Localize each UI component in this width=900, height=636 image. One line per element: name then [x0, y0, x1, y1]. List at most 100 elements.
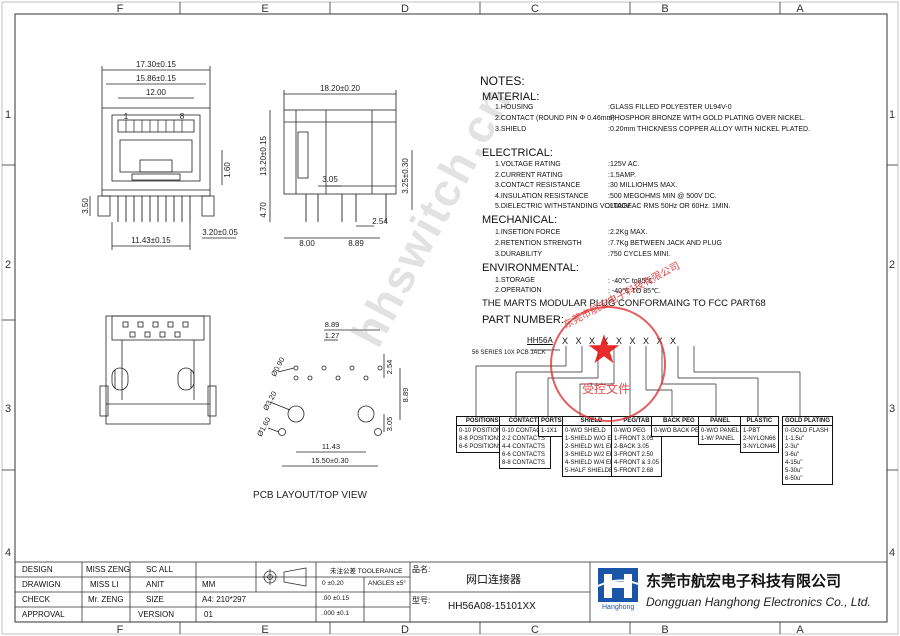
note-value: :500 MEGOHMS MIN @ 500V DC.	[608, 193, 717, 200]
col-label: B	[661, 624, 668, 636]
pn-option: 0-W/O BACK PEG	[654, 428, 704, 434]
part-prefix: HH56A	[527, 336, 553, 345]
dim-label: 15.86±0.15	[136, 74, 177, 83]
pn-option: 3-SHIELD W/2 EMI	[565, 452, 617, 458]
note-key: 2.CURRENT RATING	[495, 172, 563, 179]
mechanical-heading: MECHANICAL:	[482, 214, 558, 226]
note-key: 1.STORAGE	[495, 277, 535, 284]
dim-label: 1	[124, 112, 129, 121]
pcb-view-label: PCB LAYOUT/TOP VIEW	[253, 490, 367, 501]
tb-product-name-value: 网口连接器	[466, 574, 521, 586]
bottom-view	[99, 315, 217, 425]
tb-tolerance-value: 0 ±0.20	[322, 580, 344, 587]
company-stamp	[550, 306, 666, 422]
tb-drawing-value: MISS LI	[90, 580, 119, 589]
note-value: :7.7Kg BETWEEN JACK AND PLUG	[608, 240, 722, 247]
pn-option: 1-PBT	[743, 428, 761, 434]
row-label: 4	[889, 547, 895, 559]
electrical-heading: ELECTRICAL:	[482, 147, 553, 159]
pn-box-title: CONTACTS	[500, 417, 551, 426]
pn-box-title: SHIELD	[563, 417, 621, 426]
stamp-controlled-text: 受控文件	[582, 382, 631, 396]
pn-box-title: PANEL	[699, 417, 742, 426]
note-value: :PHOSPHOR BRONZE WITH GOLD PLATING OVER …	[608, 115, 806, 122]
dim-label: 8.89	[325, 320, 340, 329]
material-heading: MATERIAL:	[482, 91, 540, 103]
pn-option: 0-10 CONTACTS	[502, 428, 549, 434]
note-key: 2.OPERATION	[495, 287, 542, 294]
pcb-layout	[267, 329, 401, 467]
dim-label: Ø1.60	[255, 416, 273, 438]
col-label: A	[796, 3, 804, 15]
pn-option: 6-50u"	[785, 476, 803, 482]
pn-option: 2-3u"	[785, 444, 800, 450]
pn-box-plastic: PLASTIC 1-PBT 2-NYLON66 3-NYLON46	[740, 416, 779, 453]
tb-drawing-label: DRAWIGN	[22, 580, 61, 589]
tb-version-label: VERSION	[138, 610, 175, 619]
tb-size-value: A4: 210*297	[202, 595, 247, 604]
row-label: 3	[889, 403, 895, 415]
pn-option: 0-GOLD FLASH	[785, 428, 829, 434]
pn-option: 5-HALF SHIELDED	[565, 468, 618, 474]
row-label: 2	[889, 259, 895, 271]
pn-option: 2-SHIELD W/1 EMI	[565, 444, 617, 450]
note-key: 2.CONTACT	[495, 115, 535, 122]
projection-symbol	[262, 567, 307, 587]
row-label: 1	[889, 109, 895, 121]
tb-unit-label: ANIT	[146, 580, 165, 589]
dim-label: 3.50	[81, 198, 90, 214]
pn-option: 1-FRONT 3.05	[614, 436, 654, 442]
dim-label: 18.20±0.20	[320, 84, 361, 93]
pn-option: 3-NYLON46	[743, 444, 776, 450]
tb-version-value: 01	[204, 610, 213, 619]
pn-option: 3-FRONT 2.50	[614, 452, 654, 458]
pn-option: 2-BACK 3.05	[614, 444, 650, 450]
tb-approval-label: APPROVAL	[22, 610, 65, 619]
col-label: B	[661, 3, 668, 15]
tb-tolerance-heading: 未注公差 TOOLERANCE	[330, 568, 403, 575]
pn-box-peg-tab: PEG/TAB 0-W/O PEG 1-FRONT 3.05 2-BACK 3.…	[611, 416, 662, 477]
row-label: 3	[5, 403, 11, 415]
front-view	[89, 66, 236, 250]
pn-option: 4-FRONT & 3.05	[614, 460, 659, 466]
dim-label: 3.05	[385, 417, 394, 432]
pn-option: 0-W/O PEG	[614, 428, 646, 434]
dim-label: 8.89	[401, 388, 410, 403]
note-value: :1000V AC RMS 50Hz OR 60Hz. 1MIN.	[608, 203, 731, 210]
dim-label: 2.54	[385, 360, 394, 375]
note-value: :2.2Kg MAX.	[608, 229, 648, 236]
dim-label: 8	[180, 112, 185, 121]
note-value: :1.5AMP.	[608, 172, 636, 179]
side-view	[269, 90, 413, 239]
environmental-heading: ENVIRONMENTAL:	[482, 262, 579, 274]
note-modifier: (ROUND PIN Φ 0.46mm)	[536, 115, 615, 122]
col-label: F	[117, 3, 124, 15]
pn-option: 5-30u"	[785, 468, 803, 474]
note-value: :125V AC.	[608, 161, 640, 168]
col-label: C	[531, 624, 539, 636]
tb-check-label: CHECK	[22, 595, 51, 604]
company-name-cn: 东莞市航宏电子科技有限公司	[646, 573, 842, 590]
tb-tolerance-angles: ANGLES ±5°	[368, 580, 406, 587]
dim-label: 13.20±0.15	[259, 135, 268, 176]
dim-label: Ø0.90	[269, 356, 287, 378]
row-label: 2	[5, 259, 11, 271]
plug-note: THE MARTS MODULAR PLUG CONFORMAING TO FC…	[482, 298, 766, 309]
note-key: 1.VOLTAGE RATING	[495, 161, 561, 168]
pn-box-contacts: CONTACTS 0-10 CONTACTS 2-2 CONTACTS 4-4 …	[499, 416, 552, 469]
pn-box-title: BACK PEG	[652, 417, 706, 426]
note-key: 5.DIELECTRIC WITHSTANDING VOLTAGE	[495, 203, 632, 210]
note-key: 3.DURABILITY	[495, 251, 543, 258]
dim-label: 3.05	[322, 175, 338, 184]
pn-option: 4-15u"	[785, 460, 803, 466]
dim-label: 1.27	[325, 331, 340, 340]
dim-label: Ø3.20	[261, 390, 279, 412]
dim-label: 2.54	[372, 217, 388, 226]
pn-box-title: GOLD PLATING	[783, 418, 832, 426]
note-value: :750 CYCLES MINI.	[608, 251, 671, 258]
row-label: 1	[5, 109, 11, 121]
note-value: : -40℃ TO 85℃.	[608, 288, 661, 295]
pn-option: 4-4 CONTACTS	[502, 444, 545, 450]
note-key: 1.HOUSING	[495, 104, 534, 111]
